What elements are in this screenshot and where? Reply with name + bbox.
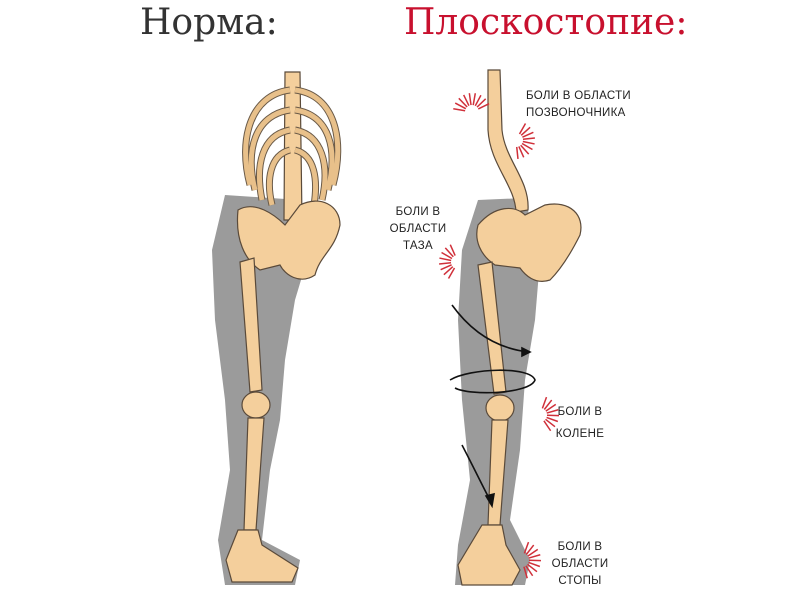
foot: [225, 529, 299, 583]
label-spine-line1: БОЛИ В ОБЛАСТИ: [526, 90, 631, 102]
normal-skeleton: [212, 71, 342, 585]
pain-burst-icon: [523, 541, 542, 579]
spine: [487, 69, 529, 213]
label-foot-line3: СТОПЫ: [558, 575, 601, 587]
title-flatfoot: Плоскостопие:: [404, 2, 687, 43]
femur: [239, 257, 263, 393]
pain-burst-icon: [541, 396, 560, 432]
pain-markers: [439, 93, 560, 579]
label-pelvis-line2: ОБЛАСТИ: [390, 223, 447, 235]
label-foot-line2: ОБЛАСТИ: [552, 558, 609, 570]
ribcage: [242, 71, 342, 221]
label-knee-line1: БОЛИ В: [558, 406, 603, 418]
knee: [485, 394, 515, 422]
label-pelvis-line3: ТАЗА: [403, 240, 433, 252]
label-foot: БОЛИ В ОБЛАСТИ СТОПЫ: [552, 541, 609, 587]
label-pelvis-line1: БОЛИ В: [396, 206, 441, 218]
pain-burst-icon: [453, 93, 490, 112]
foot: [457, 524, 521, 586]
pain-burst-icon: [439, 244, 456, 279]
pain-burst-icon: [515, 123, 535, 159]
label-pelvis: БОЛИ В ОБЛАСТИ ТАЗА: [390, 206, 447, 252]
pelvis: [476, 203, 582, 282]
label-spine: БОЛИ В ОБЛАСТИ ПОЗВОНОЧНИКА: [526, 90, 631, 119]
label-foot-line1: БОЛИ В: [558, 541, 603, 553]
pelvis: [236, 200, 341, 280]
label-knee-line2: КОЛЕНЕ: [556, 428, 604, 440]
title-normal: Норма:: [140, 2, 278, 43]
flatfoot-skeleton: [439, 69, 582, 586]
label-knee: БОЛИ В КОЛЕНЕ: [556, 406, 604, 440]
knee: [241, 391, 271, 419]
rotation-arrows: [449, 304, 536, 509]
label-spine-line2: ПОЗВОНОЧНИКА: [526, 107, 626, 119]
